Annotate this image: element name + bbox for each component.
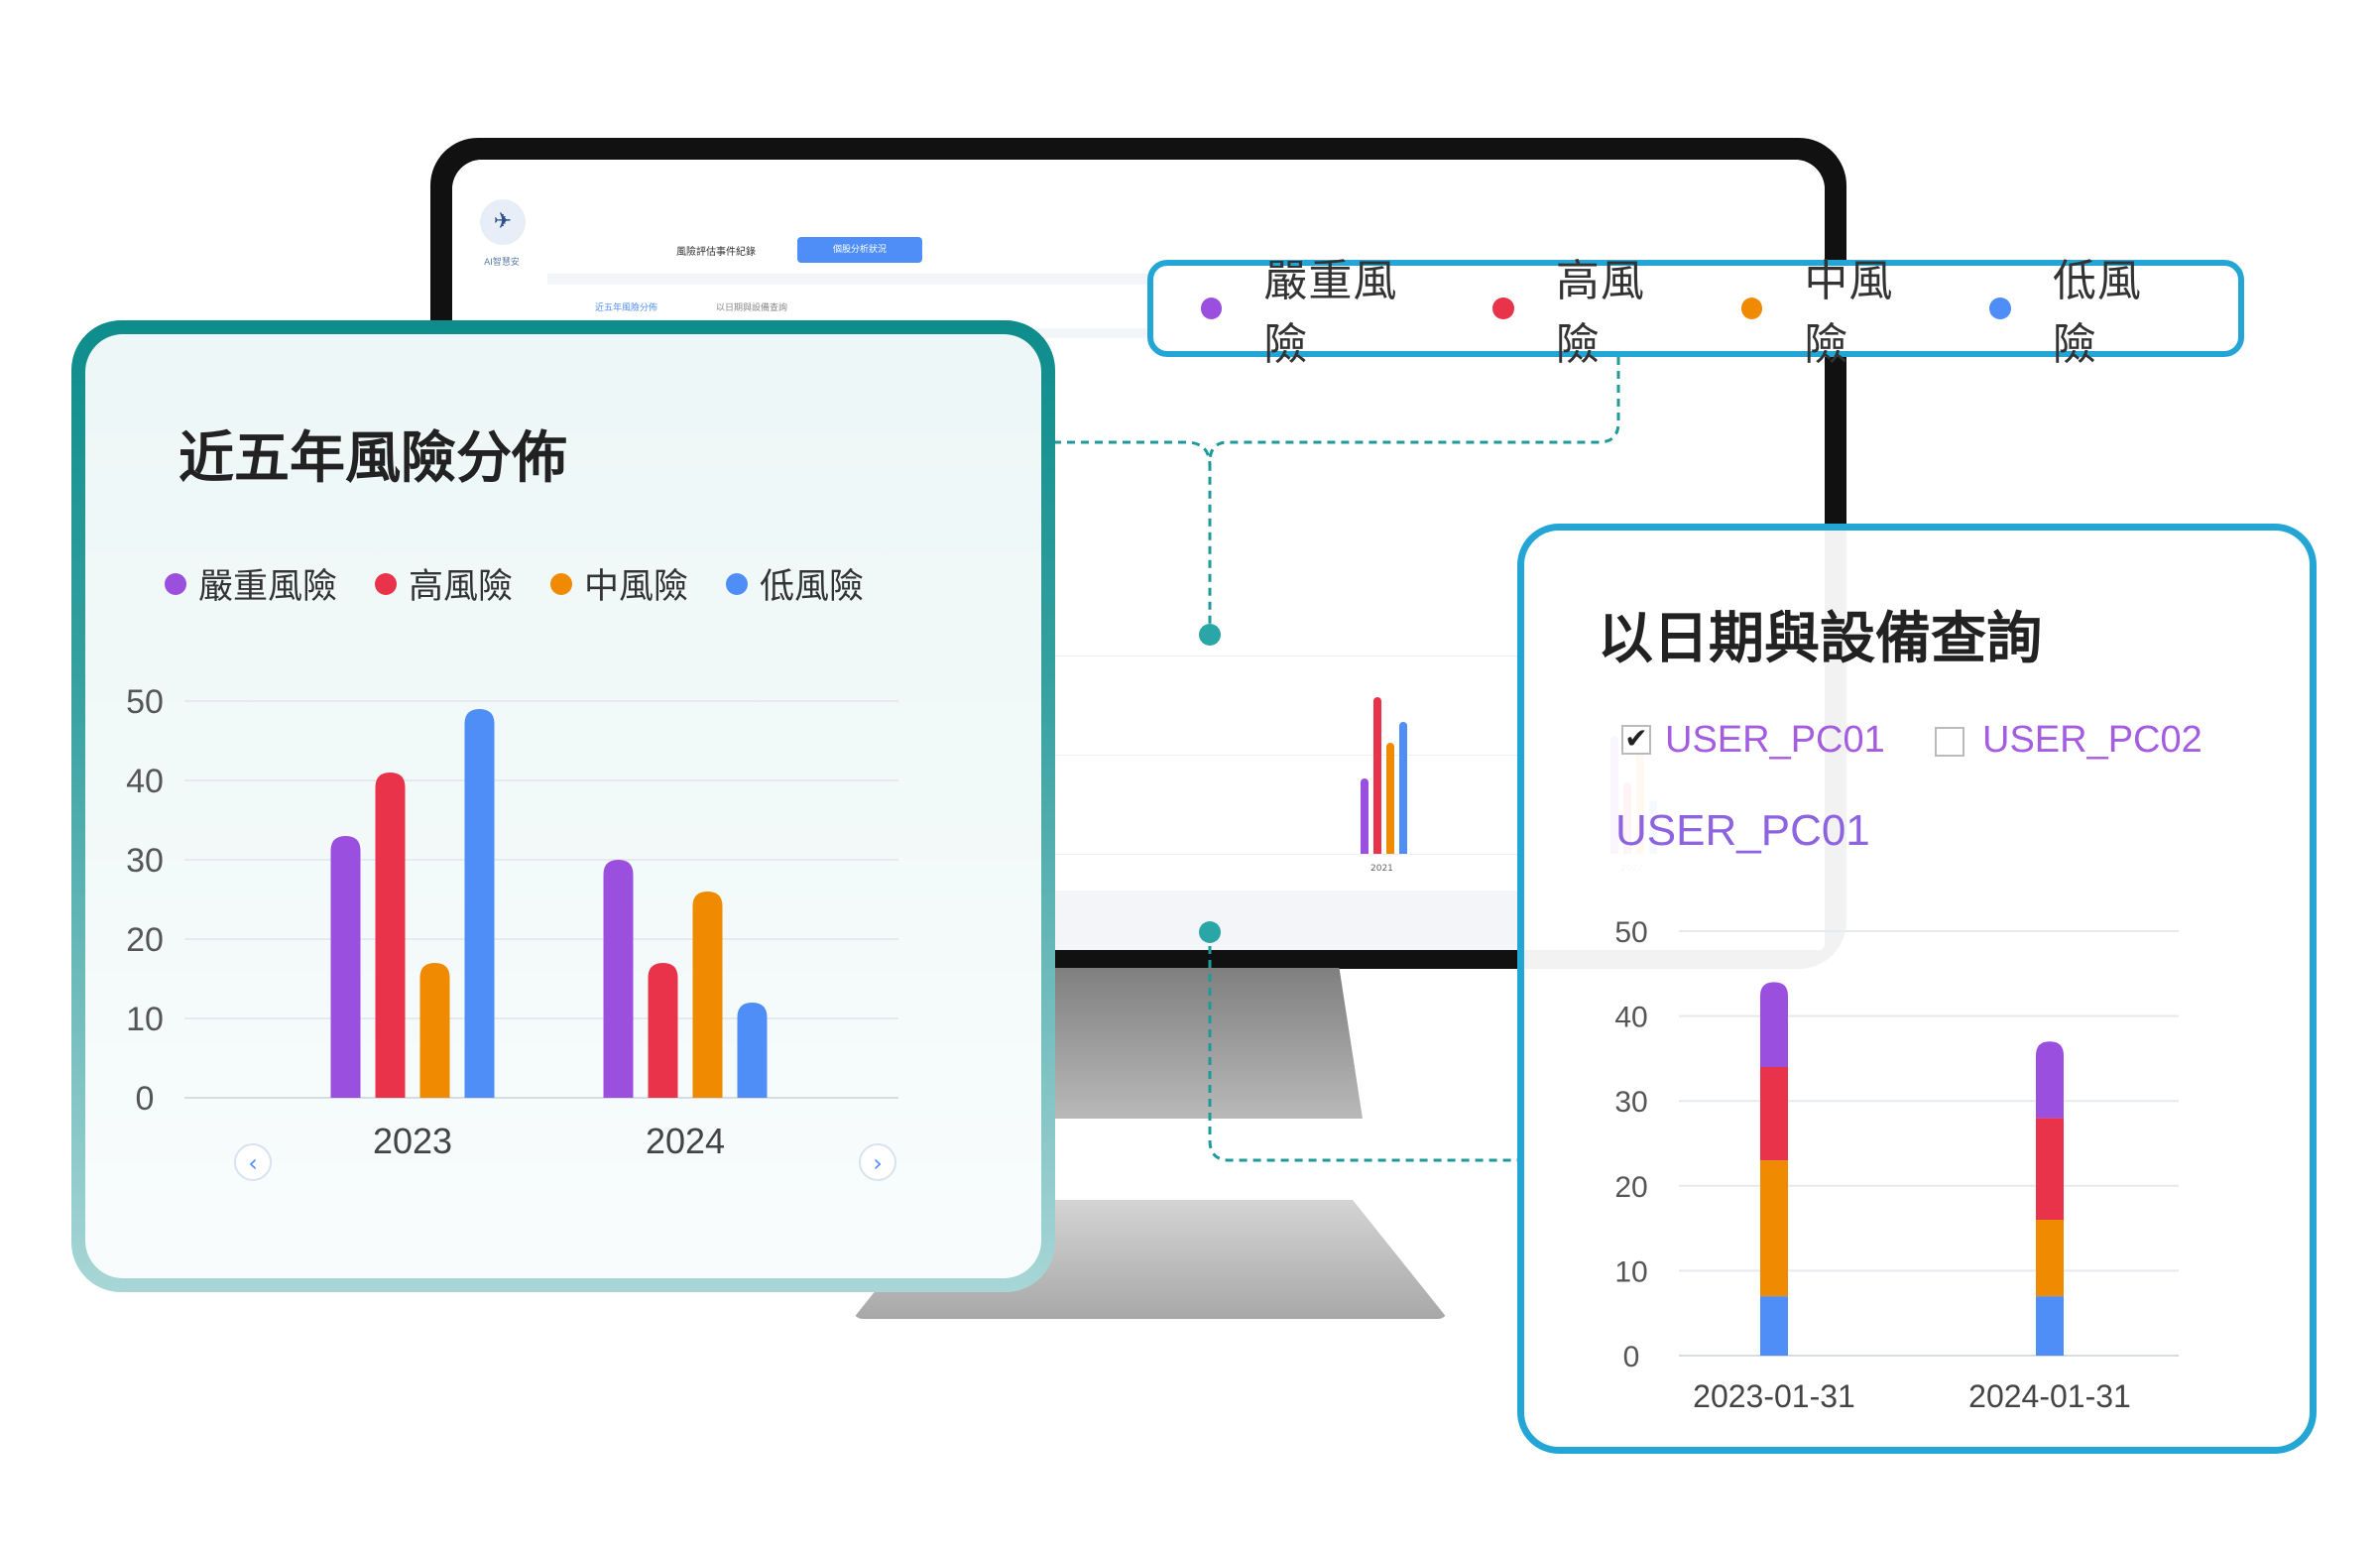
- grid-line: [607, 655, 1805, 656]
- chevron-left-icon[interactable]: ‹: [234, 1143, 272, 1181]
- legend-item-severe: 嚴重風險: [165, 558, 337, 609]
- chart-legend: 嚴重風險 高風險 中風險 低風險: [165, 558, 901, 609]
- chart-bar: [1361, 778, 1368, 854]
- chart-bar: [464, 709, 495, 1098]
- legend-label-low: 低風險: [2052, 256, 2142, 370]
- y-tick-label: 40: [1614, 1002, 1647, 1034]
- x-tick-label: 2024: [646, 1121, 725, 1161]
- y-tick-label: 30: [1614, 1086, 1647, 1119]
- legend-dot-high: [1492, 298, 1514, 319]
- chart-bar: [603, 860, 634, 1098]
- legend-dot-low: [1989, 298, 2011, 319]
- y-tick-label: 0: [136, 1080, 155, 1118]
- stacked-bar-segment: [2036, 1041, 2064, 1119]
- selected-device: USER_PC01: [1615, 806, 1870, 855]
- legend-label-high: 高風險: [1555, 256, 1645, 370]
- legend-item-medium: 中風險: [1740, 245, 1935, 372]
- legend-item-low: 低風險: [726, 558, 864, 609]
- device-label-pc01[interactable]: USER_PC01: [1665, 719, 1885, 761]
- header-title: 風險評估事件紀錄: [676, 247, 756, 258]
- stacked-bar-segment: [2036, 1118, 2064, 1221]
- card-title: 以日期與設備查詢: [1598, 607, 2042, 671]
- chart-bar: [648, 963, 678, 1098]
- legend-label-severe: 嚴重風險: [1263, 256, 1398, 370]
- chart-bar: [1399, 721, 1407, 854]
- risk-bar-chart: 0 10 20 30 40 50 2023 2024: [126, 683, 898, 1161]
- y-tick-label: 30: [126, 842, 164, 880]
- device-stacked-chart: 0 10 20 30 40 50 2023-01-31 2024-01-31: [1614, 916, 2179, 1414]
- legend-item-low: 低風險: [1989, 245, 2183, 372]
- y-tick-label: 0: [1623, 1341, 1640, 1373]
- legend-dot-medium: [550, 572, 573, 595]
- chart-bar: [330, 836, 361, 1098]
- y-tick-label: 20: [126, 921, 164, 959]
- chart-bar: [692, 892, 723, 1098]
- device-checkbox-pc02[interactable]: [1935, 727, 1964, 757]
- x-tick-label: 2024-01-31: [1968, 1378, 2131, 1414]
- legend-item-high: 高風險: [375, 558, 513, 609]
- stacked-bar-segment: [1760, 1160, 1788, 1297]
- legend-dot-high: [375, 572, 398, 595]
- header-button[interactable]: 個股分析狀況: [797, 237, 922, 263]
- legend-label-medium: 中風險: [584, 567, 689, 607]
- tab-device-query[interactable]: 以日期與設備查詢: [716, 303, 788, 313]
- stacked-bar-segment: [1760, 1296, 1788, 1356]
- legend-dot-severe: [1201, 298, 1223, 319]
- card-title: 近五年風險分佈: [178, 426, 567, 491]
- x-tick-label: 2023: [373, 1121, 452, 1161]
- y-tick-label: 10: [126, 1001, 164, 1038]
- risk-distribution-card: 近五年風險分佈 嚴重風險 高風險 中風險 低風險 0 10 20 30 40 50 2023…: [71, 320, 1055, 1292]
- device-checkbox-pc01[interactable]: ✔: [1621, 725, 1651, 755]
- y-tick-label: 40: [126, 763, 164, 800]
- legend-label-severe: 嚴重風險: [198, 567, 338, 607]
- legend-bar: 嚴重風險 高風險 中風險 低風險: [1147, 256, 2244, 370]
- chart-bar: [1373, 696, 1381, 854]
- chart-bar: [419, 963, 450, 1098]
- x-tick-label: 2023-01-31: [1693, 1378, 1855, 1414]
- legend-item-high: 高風險: [1492, 245, 1686, 372]
- x-tick-label: 2021: [1370, 864, 1393, 874]
- legend-label-high: 高風險: [409, 567, 514, 607]
- stacked-bar-segment: [1760, 982, 1788, 1067]
- legend-dot-severe: [165, 572, 186, 595]
- y-tick-label: 10: [1614, 1255, 1647, 1288]
- y-tick-label: 50: [1614, 916, 1647, 949]
- device-query-card: 以日期與設備查詢 ✔ USER_PC01 USER_PC02 USER_PC01…: [1517, 524, 2317, 1454]
- legend-dot-medium: [1740, 298, 1763, 319]
- stacked-bar-segment: [1760, 1066, 1788, 1161]
- chart-bar: [375, 773, 406, 1098]
- legend-label-low: 低風險: [760, 567, 865, 607]
- device-label-pc02[interactable]: USER_PC02: [1982, 719, 2202, 761]
- chart-bar: [1386, 743, 1394, 854]
- grid-line: [607, 755, 1805, 756]
- chart-bar: [737, 1003, 768, 1098]
- legend-item-severe: 嚴重風險: [1201, 245, 1437, 372]
- legend-label-medium: 中風險: [1804, 256, 1894, 370]
- y-tick-label: 20: [1614, 1171, 1647, 1204]
- stacked-bar-segment: [2036, 1296, 2064, 1356]
- logo-caption: AI智慧安: [484, 258, 520, 268]
- app-header: 風險評估事件紀錄 個股分析狀況: [547, 160, 1825, 275]
- grid-line: [607, 854, 1805, 855]
- legend-dot-low: [726, 572, 749, 595]
- bird-logo-icon[interactable]: ✈: [480, 199, 526, 245]
- y-tick-label: 50: [126, 683, 164, 721]
- stacked-bar-segment: [2036, 1220, 2064, 1297]
- legend-item-medium: 中風險: [550, 558, 688, 609]
- chevron-right-icon[interactable]: ›: [859, 1143, 896, 1181]
